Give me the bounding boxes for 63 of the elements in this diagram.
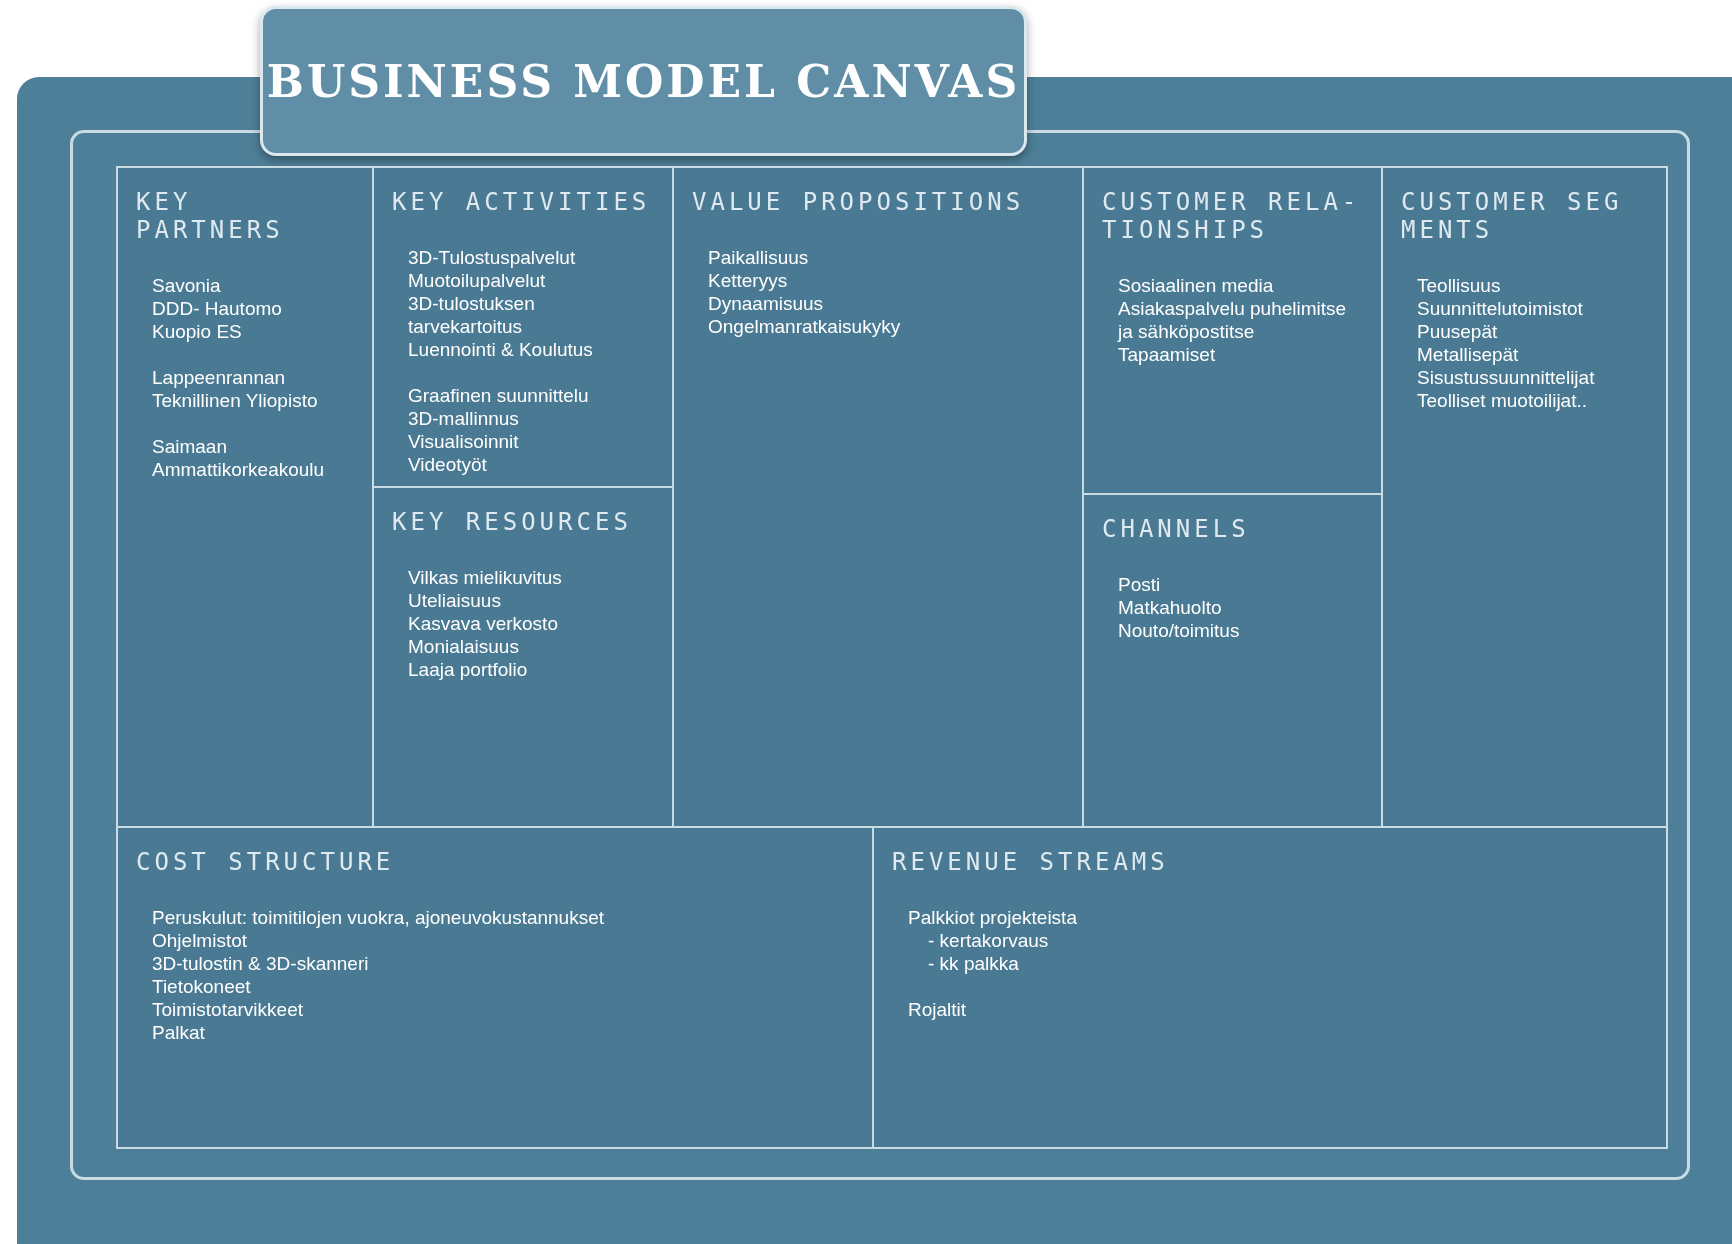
list-item: - kk palkka	[928, 952, 1020, 975]
list-item: Nouto/toimitus	[1118, 619, 1241, 642]
list-item: Puusepät	[1417, 320, 1499, 343]
list-item: Peruskulut: toimitilojen vuokra, ajoneuvokustannukset	[152, 906, 606, 929]
section-heading: KEY PARTNERS	[136, 188, 285, 244]
list-item: Paikallisuus	[708, 246, 810, 269]
list-item: Uteliaisuus	[408, 589, 502, 612]
list-item: Tietokoneet	[152, 975, 252, 998]
section-heading: COST STRUCTURE	[136, 848, 396, 876]
list-item: Sosiaalinen media	[1118, 274, 1275, 297]
list-item: 3D-tulostuksen tarvekartoitus	[408, 292, 536, 338]
list-item: Laaja portfolio	[408, 658, 529, 681]
list-item: - kertakorvaus	[928, 929, 1050, 952]
list-item: Metallisepät	[1417, 343, 1520, 366]
list-item: Videotyöt	[408, 453, 488, 476]
list-item: Suunnittelutoimistot	[1417, 297, 1584, 320]
section-heading: CUSTOMER RELA- TIONSHIPS	[1102, 188, 1362, 244]
canvas-section	[1082, 493, 1383, 828]
list-item: Savonia	[152, 274, 222, 297]
section-heading: REVENUE STREAMS	[892, 848, 1170, 876]
list-item: Dynaamisuus	[708, 292, 825, 315]
list-item: Rojaltit	[908, 998, 968, 1021]
list-item: Luennointi & Koulutus	[408, 338, 594, 361]
canvas-section	[372, 166, 674, 488]
list-item: 3D-mallinnus	[408, 407, 520, 430]
list-item: Monialaisuus	[408, 635, 520, 658]
list-item: Teollisuus	[1417, 274, 1502, 297]
list-item: Tapaamiset	[1118, 343, 1217, 366]
canvas-section	[116, 826, 874, 1149]
list-item: Muotoilupalvelut	[408, 269, 547, 292]
section-heading: CUSTOMER SEG MENTS	[1401, 188, 1624, 244]
section-heading: VALUE PROPOSITIONS	[692, 188, 1026, 216]
list-item: Kasvava verkosto	[408, 612, 559, 635]
section-heading: KEY RESOURCES	[392, 508, 633, 536]
list-item: DDD- Hautomo	[152, 297, 283, 320]
title-text: BUSINESS MODEL CANVAS	[266, 55, 1021, 107]
canvas-section	[1082, 166, 1383, 495]
list-item: Posti	[1118, 573, 1162, 596]
list-item: Toimistotarvikkeet	[152, 998, 304, 1021]
canvas-section	[116, 166, 374, 828]
list-item: Ongelmanratkaisukyky	[708, 315, 902, 338]
list-item: Teolliset muotoilijat..	[1417, 389, 1589, 412]
list-item: Visualisoinnit	[408, 430, 520, 453]
list-item: Palkkiot projekteista	[908, 906, 1078, 929]
canvas-section	[672, 166, 1084, 828]
section-heading: CHANNELS	[1102, 515, 1251, 543]
canvas-section	[872, 826, 1668, 1149]
list-item: Graafinen suunnittelu	[408, 384, 590, 407]
list-item: Ohjelmistot	[152, 929, 249, 952]
canvas-section	[1381, 166, 1668, 828]
list-item: Palkat	[152, 1021, 206, 1044]
list-item: Kuopio ES	[152, 320, 243, 343]
list-item: Ketteryys	[708, 269, 789, 292]
list-item: Matkahuolto	[1118, 596, 1223, 619]
list-item: Lappeenrannan Teknillinen Yliopisto	[152, 366, 319, 412]
list-item: Sisustussuunnittelijat	[1417, 366, 1596, 389]
list-item: Saimaan Ammattikorkeakoulu	[152, 435, 326, 481]
list-item: Asiakaspalvelu puhelimitse ja sähköpostitse	[1118, 297, 1348, 343]
section-heading: KEY ACTIVITIES	[392, 188, 652, 216]
list-item: 3D-Tulostuspalvelut	[408, 246, 577, 269]
canvas-section	[372, 486, 674, 828]
list-item: Vilkas mielikuvitus	[408, 566, 563, 589]
list-item: 3D-tulostin & 3D-skanneri	[152, 952, 370, 975]
